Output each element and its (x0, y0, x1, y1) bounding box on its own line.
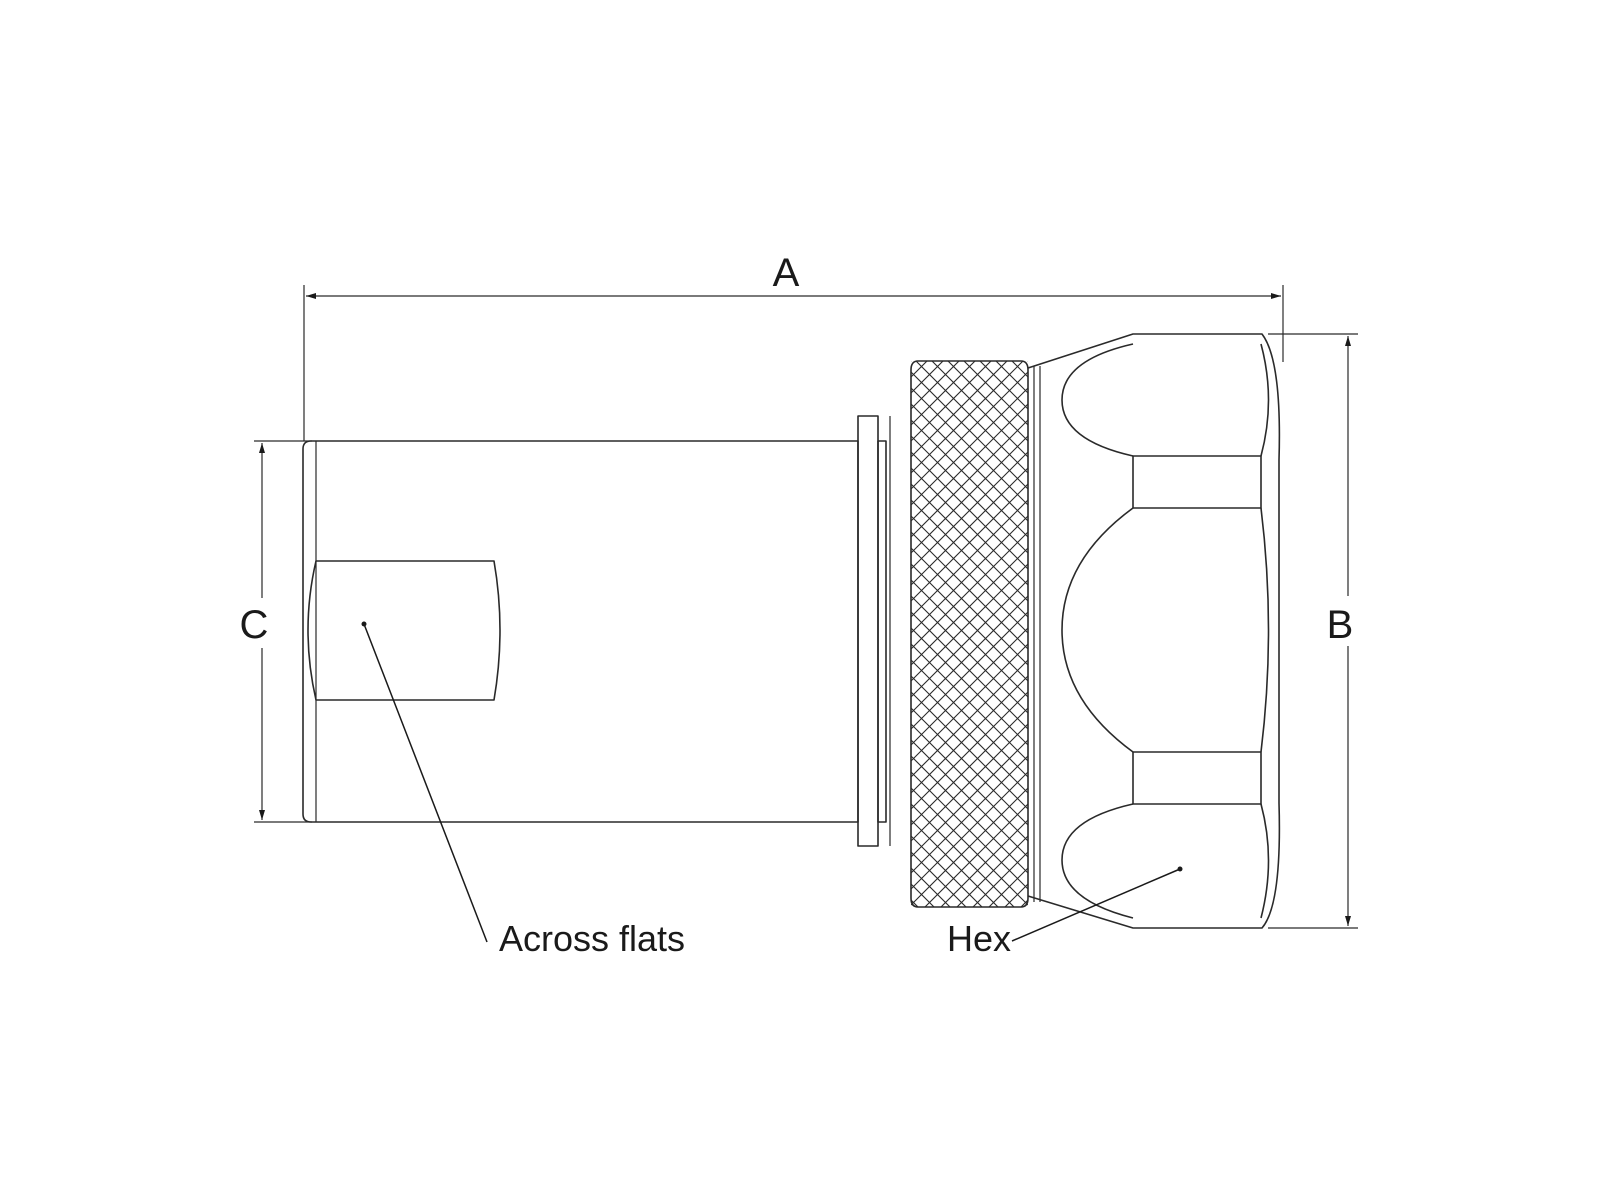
hex-flat-lower (1132, 751, 1262, 805)
knurl-hatch-line (911, 531, 1028, 650)
knurl-hatch-line (911, 361, 1008, 458)
knurl-hatch-line (911, 595, 1028, 714)
dimension-label-c: C (240, 603, 269, 647)
hex-facet-top-left (1061, 343, 1134, 457)
knurl-hatch-line (911, 1012, 1028, 1129)
hex-facet-bottom-right (1260, 803, 1270, 919)
knurl-hatch-line (911, 948, 1028, 1065)
hex-outline (1027, 333, 1281, 929)
knurl-hatch-line (911, 643, 1028, 762)
knurl-hatch-line (911, 419, 1028, 538)
knurl-hatch-line (911, 627, 1028, 746)
knurl-hatch-line (911, 787, 1028, 906)
knurl-hatch-line (911, 361, 912, 362)
knurl-hatch-line (1011, 361, 1028, 378)
hex-facet-middle-right (1260, 507, 1270, 753)
knurl-hatch-line (911, 883, 935, 907)
knurl-hatch-line (911, 723, 1028, 842)
knurl-hatch-line (911, 483, 1028, 602)
knurl-hatch-line (911, 387, 1028, 506)
knurl-crosshatch (911, 361, 1028, 1129)
across-flats-label: Across flats (499, 918, 685, 959)
knurl-hatch-line (911, 371, 1028, 490)
dimension-label-a: A (773, 251, 800, 295)
knurl-hatch-line (911, 771, 1028, 890)
knurl-hatch-line (911, 851, 967, 907)
knurl-hatch-line (911, 361, 1024, 474)
knurl-hatch-line (995, 361, 1028, 394)
knurl-hatch-line (911, 451, 1028, 570)
hex-facet-bottom-left (1061, 803, 1134, 919)
across-flats-face (307, 560, 501, 701)
knurl-hatch-line (988, 867, 1028, 907)
knurl-hatch-line (911, 964, 1028, 1081)
knurl-hatch-line (911, 361, 992, 442)
flange (857, 415, 891, 847)
hex-label: Hex (947, 918, 1011, 959)
knurl-hatch-line (911, 515, 1028, 634)
knurl-hatch-line (911, 579, 1028, 698)
knurl-hatch-line (911, 980, 1028, 1097)
knurl-hatch-line (911, 675, 1028, 794)
knurl-hatch-line (911, 980, 1028, 1097)
hex-nut (1027, 333, 1281, 929)
knurl-hatch-line (979, 361, 1028, 410)
knurl-hatch-line (911, 361, 928, 378)
knurl-hatch-line (911, 361, 976, 426)
dimension-b: B (1268, 333, 1370, 929)
knurled-sleeve (910, 360, 1041, 1129)
knurl-hatch-line (924, 803, 1028, 907)
plug-body-outline (302, 440, 859, 823)
knurl-hatch-line (911, 867, 951, 907)
knurl-hatch-line (911, 707, 1028, 826)
across-flats-leader-line (363, 623, 488, 943)
knurl-hatch-line (911, 755, 1028, 874)
knurl-hatch-line (911, 996, 1028, 1113)
callout-across-flats: Across flats (361, 621, 685, 959)
knurl-hatch-line (911, 435, 1028, 554)
hex-facet-top-right (1260, 343, 1270, 457)
dimension-b-label-gap (1326, 596, 1370, 646)
dimension-label-b: B (1327, 603, 1354, 647)
knurl-outline (910, 360, 1029, 908)
knurl-hatch-line (911, 361, 960, 410)
knurl-hatch-line (1027, 361, 1028, 362)
dimension-a: A (303, 251, 1284, 441)
flange-step (877, 440, 887, 823)
knurl-hatch-line (911, 563, 1028, 682)
knurl-hatch-line (911, 403, 1028, 522)
hex-flat-upper (1132, 455, 1262, 509)
knurl-hatch-line (1004, 883, 1028, 907)
flange-ring (857, 415, 879, 847)
knurl-hatch-line (911, 739, 1028, 858)
knurl-hatch-line (940, 819, 1028, 907)
knurl-hatch-line (911, 467, 1028, 586)
knurl-hatch-line (911, 1012, 1028, 1129)
plug-body (302, 440, 859, 823)
knurl-hatch-line (911, 948, 1028, 1065)
knurl-hatch-line (911, 361, 944, 394)
hex-facet-middle-left (1061, 507, 1134, 753)
knurl-hatch-line (911, 659, 1028, 778)
knurl-hatch-line (911, 964, 1028, 1081)
knurl-hatch-line (911, 611, 1028, 730)
knurl-hatch-line (972, 851, 1028, 907)
knurl-hatch-line (911, 691, 1028, 810)
knurl-hatch-line (911, 499, 1028, 618)
hex-leader-line (1011, 868, 1181, 942)
callout-hex: Hex (947, 866, 1183, 959)
knurl-hatch-line (911, 547, 1028, 666)
dimension-c-label-gap (238, 598, 284, 648)
dimension-c: C (238, 440, 312, 823)
knurl-hatch-line (911, 996, 1028, 1113)
knurl-hatch-line (956, 835, 1028, 907)
